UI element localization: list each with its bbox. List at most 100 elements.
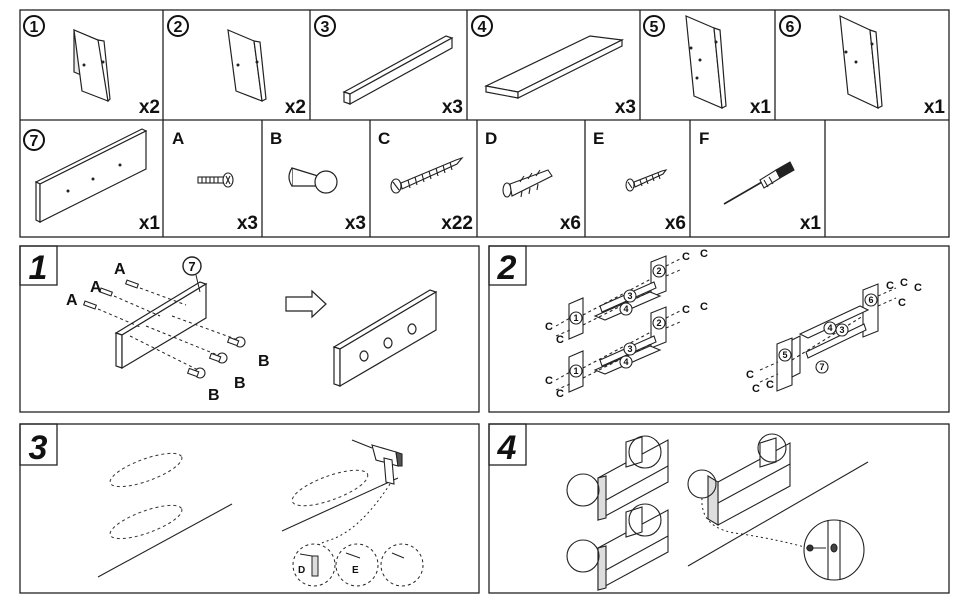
small-screw-icon	[625, 169, 668, 192]
shelf-unit-exploded-right	[776, 283, 879, 392]
step-3-diagram: D E	[97, 439, 424, 587]
screw-c-label: C	[545, 321, 553, 333]
drilled-panel-icon	[839, 15, 883, 109]
hardware-quantity: x22	[441, 213, 473, 234]
part-label: 4	[827, 323, 832, 333]
hardware-letter: C	[378, 129, 390, 148]
part-7-label: 7	[188, 259, 195, 274]
part-quantity: x3	[442, 97, 463, 118]
wall-plug-icon	[502, 169, 553, 198]
part-number-badge	[167, 15, 189, 37]
part-label: 2	[656, 266, 661, 276]
arrow-right-icon	[285, 289, 327, 319]
screw-a-label: A	[114, 261, 126, 278]
hardware-cell-e: E x6	[593, 129, 686, 234]
screw-c-label: C	[545, 375, 553, 387]
part-quantity: x1	[139, 213, 161, 234]
part-label: 5	[782, 350, 787, 360]
part-quantity: x2	[285, 97, 306, 118]
detail-zoom-circle	[803, 519, 865, 581]
side-panel-icon	[73, 29, 111, 103]
hardware-letter: F	[699, 129, 709, 148]
hardware-quantity: x1	[800, 213, 822, 234]
screwdriver-icon	[723, 161, 795, 205]
part-label: 2	[656, 318, 661, 328]
screw-c-label: C	[898, 297, 906, 309]
knob-b-label: B	[208, 387, 220, 404]
shelf-board-icon	[484, 35, 625, 99]
part-number-badge	[23, 129, 45, 151]
screw-c-label: C	[700, 248, 708, 260]
part-number-badge	[314, 15, 336, 37]
hardware-quantity: x6	[560, 213, 581, 234]
step-number: 3	[29, 429, 48, 467]
part-label: 3	[627, 344, 632, 354]
hardware-cell-b: B x3	[270, 129, 366, 234]
drill-marks-ellipses	[109, 452, 369, 540]
part-label: 7	[819, 362, 824, 372]
step-number: 4	[497, 429, 517, 467]
screw-c-label: C	[700, 301, 708, 313]
long-rail-icon	[342, 35, 454, 106]
screw-e-label: E	[352, 565, 359, 576]
machine-screw-icon	[197, 172, 234, 188]
wall-plug-d-label: D	[298, 565, 305, 576]
part-quantity: x2	[139, 97, 160, 118]
step-2-panel	[488, 245, 950, 413]
screw-c-label: C	[766, 379, 774, 391]
knob-b-label: B	[234, 375, 246, 392]
hardware-cell-d: D x6	[485, 129, 581, 234]
screw-c-label: C	[556, 334, 564, 346]
step-2-diagram: C C C C C C C C C C C C C C C 1 2 3 4 1	[545, 248, 922, 400]
part-quantity: x1	[924, 97, 946, 118]
screw-c-label: C	[900, 277, 908, 289]
mounted-shelf-bottom-left	[566, 503, 669, 591]
part-cell-4: 4 x3	[471, 15, 636, 118]
step-4-panel	[488, 423, 950, 594]
part-number-badge	[23, 15, 45, 37]
part-number-badge	[779, 15, 801, 37]
part-label: 4	[623, 304, 628, 314]
screw-c-label: C	[914, 282, 922, 294]
mounted-shelf-right	[687, 433, 791, 526]
side-panel-icon	[227, 29, 267, 102]
part-number: 3	[321, 19, 330, 36]
knob-hook-icon	[288, 167, 338, 194]
finished-rail-illustration	[332, 289, 438, 388]
part-cell-2: 2 x2	[167, 15, 306, 118]
part-7-badge	[182, 256, 202, 276]
hardware-quantity: x3	[237, 213, 258, 234]
part-label: 3	[839, 325, 844, 335]
step-number: 1	[29, 249, 48, 287]
hardware-letter: D	[485, 129, 497, 148]
part-number-badge	[471, 15, 493, 37]
parts-table	[19, 9, 950, 238]
part-quantity: x3	[615, 97, 636, 118]
wall-line	[687, 461, 869, 567]
part-number-badge	[643, 15, 665, 37]
part-label: 3	[627, 291, 632, 301]
drill-icon	[351, 439, 403, 485]
back-rail-illustration	[114, 281, 208, 370]
step-3-panel	[19, 423, 480, 594]
knob-b-illustration	[186, 336, 246, 379]
step-4-diagram	[566, 433, 869, 591]
step-number: 2	[497, 249, 517, 287]
part-number: 6	[786, 19, 795, 36]
part-number: 5	[650, 19, 659, 36]
part-cell-3: 3 x3	[314, 15, 463, 118]
mounted-shelf-top-left	[566, 435, 669, 521]
screw-c-label: C	[886, 280, 894, 292]
screw-c-label: C	[556, 388, 564, 400]
screw-c-label: C	[752, 383, 760, 395]
screw-c-label: C	[746, 369, 754, 381]
part-label: 4	[623, 357, 628, 367]
part-cell-5: 5 x1	[643, 15, 771, 118]
hardware-letter: E	[593, 129, 604, 148]
wall-line	[97, 477, 399, 578]
screw-c-label: C	[682, 304, 690, 316]
screw-a-illustration	[82, 279, 140, 310]
back-rail-icon	[34, 128, 148, 223]
screw-a-label: A	[90, 279, 102, 296]
